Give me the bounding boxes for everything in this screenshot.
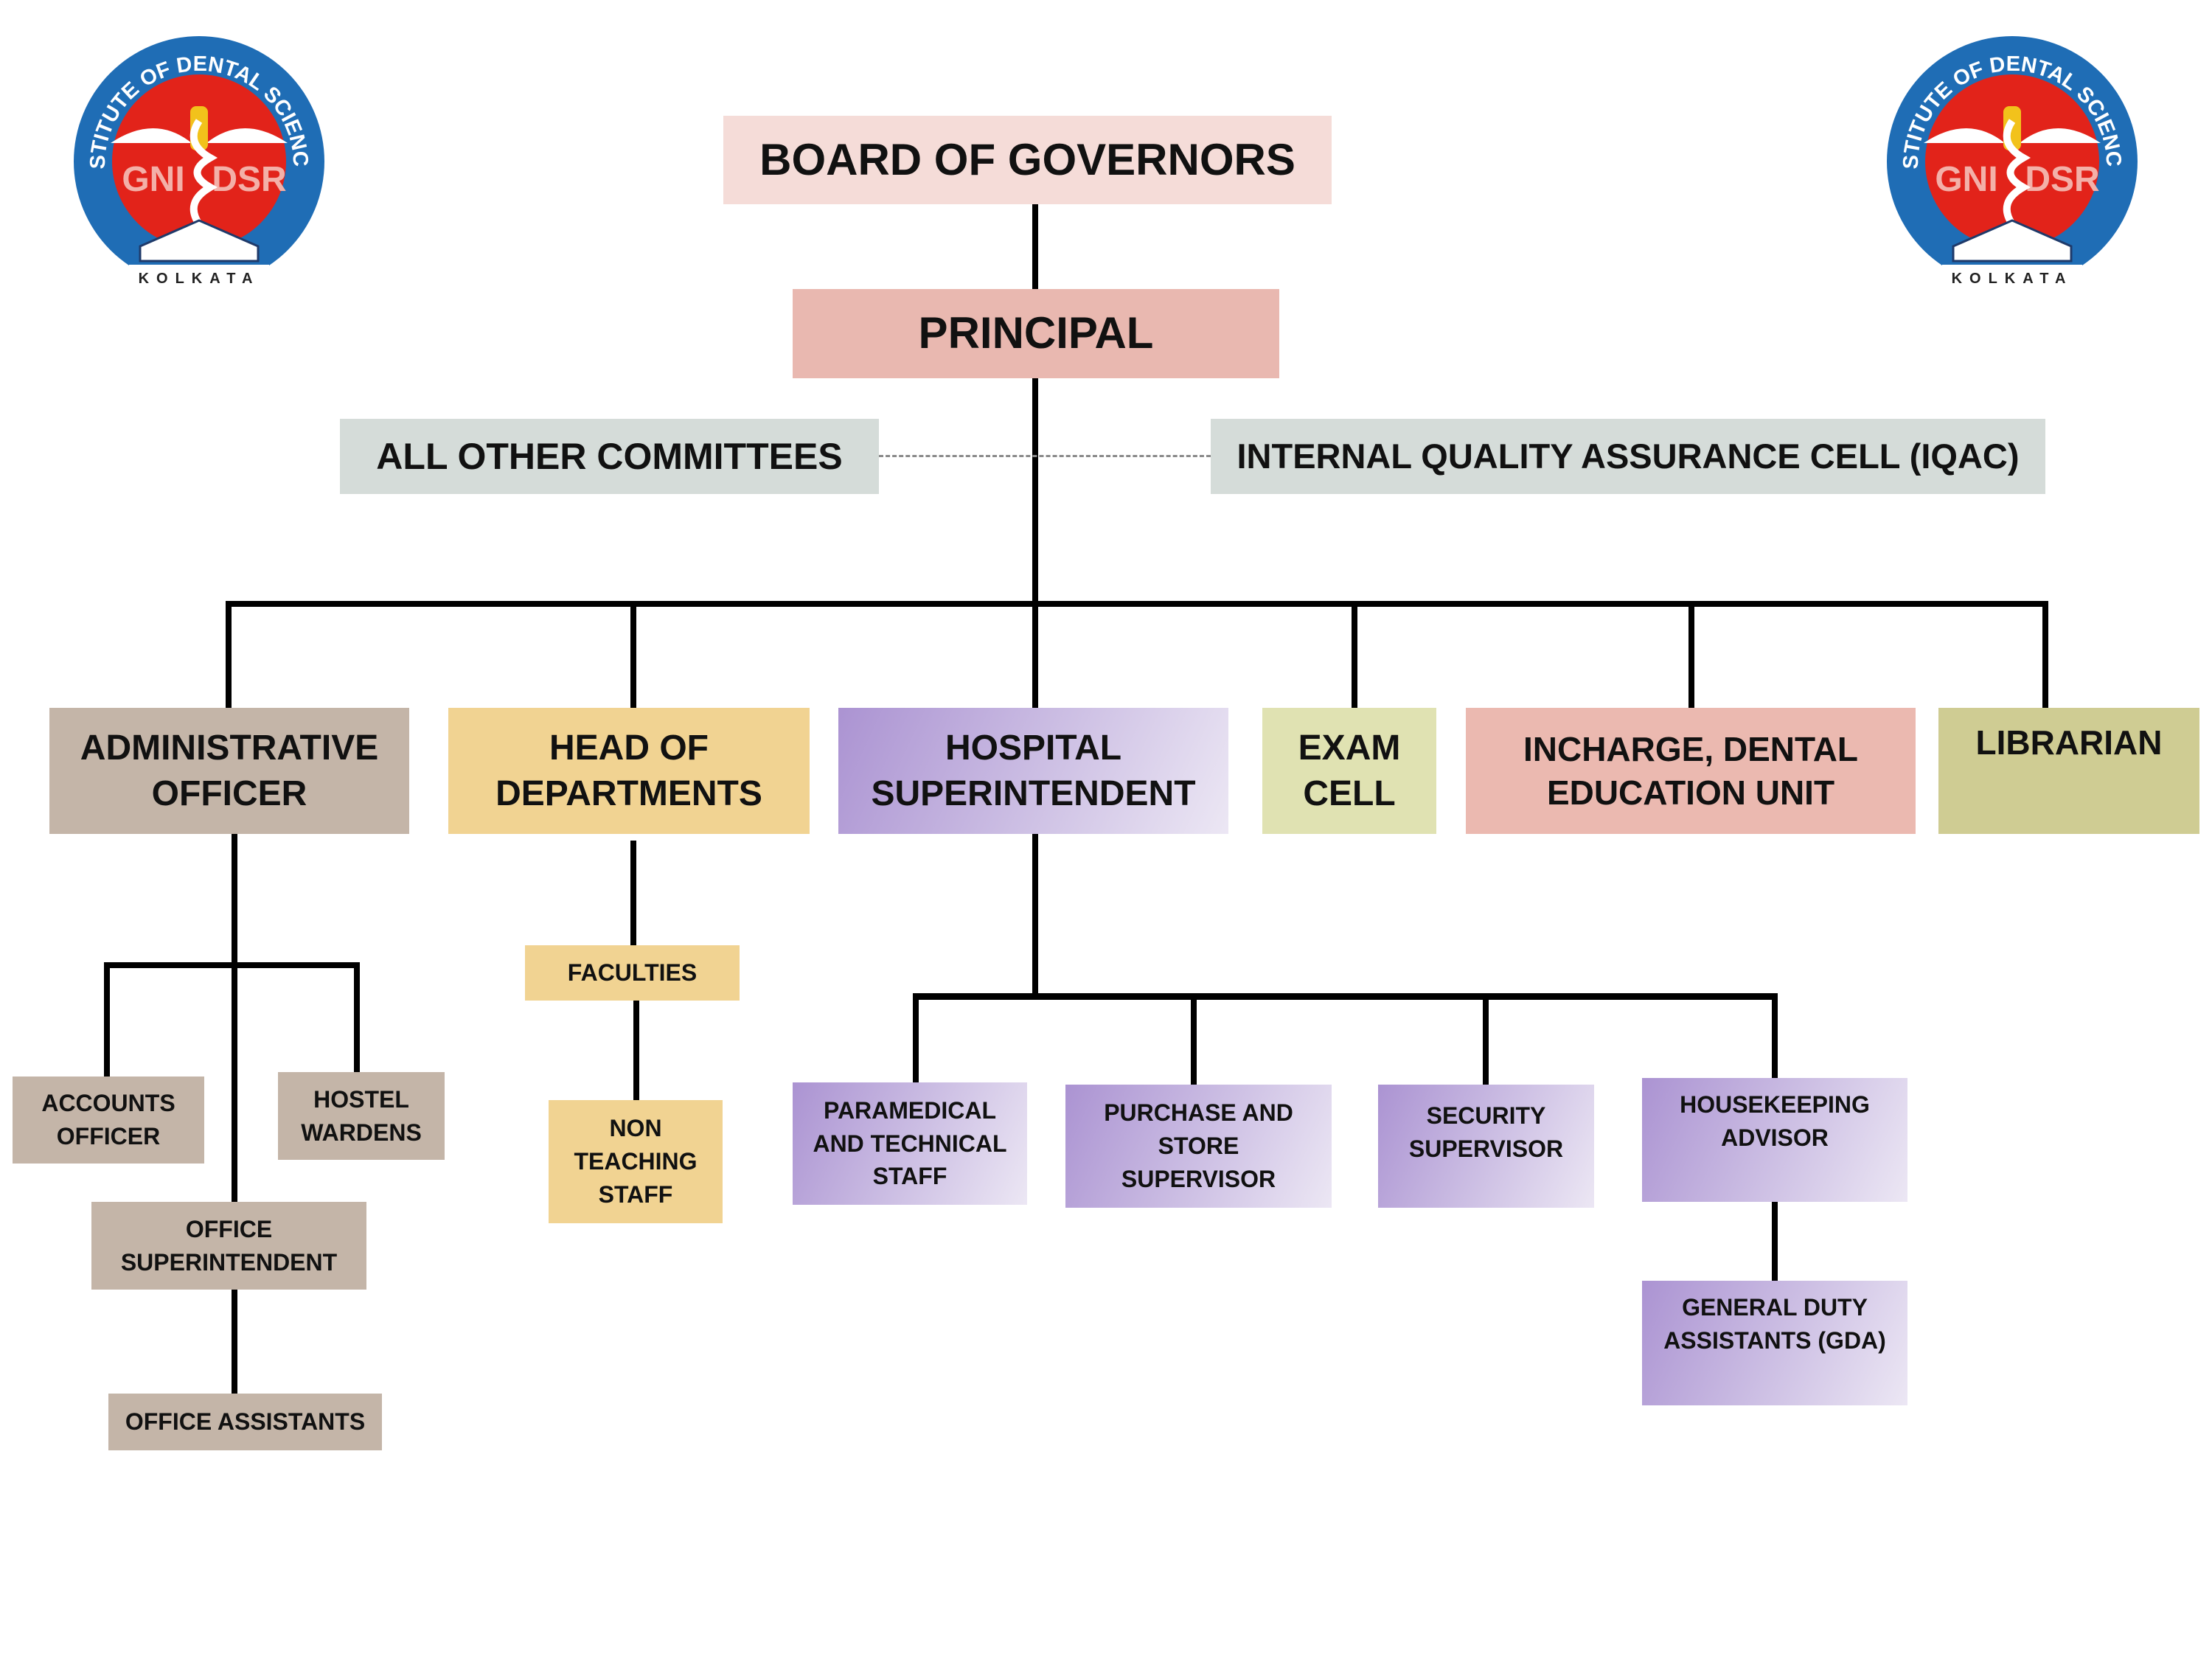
svg-text:GNI: GNI xyxy=(122,160,184,199)
connector xyxy=(630,841,636,945)
connector xyxy=(1772,1194,1778,1281)
office-superintendent-box: OFFICE SUPERINTENDENT xyxy=(91,1202,366,1290)
board-of-governors-box: BOARD OF GOVERNORS xyxy=(723,116,1332,204)
connector xyxy=(226,601,2048,607)
administrative-officer-box: ADMINISTRATIVE OFFICER xyxy=(49,708,409,834)
connector xyxy=(232,834,237,1394)
exam-cell-box: EXAM CELL xyxy=(1262,708,1436,834)
connector xyxy=(1483,1000,1489,1085)
svg-text:GNI: GNI xyxy=(1935,160,1997,199)
connector xyxy=(1032,378,1038,607)
general-duty-assistants-box: GENERAL DUTY ASSISTANTS (GDA) xyxy=(1642,1281,1907,1405)
institute-logo-right: GURU NANAK INSTITUTE OF DENTAL SCIENCES … xyxy=(1872,25,2138,287)
librarian-box: LIBRARIAN xyxy=(1938,708,2199,834)
connector xyxy=(104,962,360,968)
svg-text:DSR: DSR xyxy=(212,160,286,199)
institute-logo-left: GURU NANAK INSTITUTE OF DENTAL SCIENCES … xyxy=(59,25,324,287)
connector xyxy=(1032,601,1038,708)
connector xyxy=(633,1001,639,1100)
housekeeping-advisor-box: HOUSEKEEPING ADVISOR xyxy=(1642,1078,1907,1202)
incharge-dental-education-unit-box: INCHARGE, DENTAL EDUCATION UNIT xyxy=(1466,708,1916,834)
connector xyxy=(226,601,232,708)
svg-text:DSR: DSR xyxy=(2025,160,2099,199)
accounts-officer-box: ACCOUNTS OFFICER xyxy=(13,1077,204,1164)
iqac-box: INTERNAL QUALITY ASSURANCE CELL (IQAC) xyxy=(1211,419,2045,494)
svg-text:KOLKATA: KOLKATA xyxy=(1952,271,2073,287)
connector xyxy=(630,601,636,708)
principal-box: PRINCIPAL xyxy=(793,289,1279,378)
connector xyxy=(1191,993,1197,1085)
hostel-wardens-box: HOSTEL WARDENS xyxy=(278,1072,445,1160)
purchase-store-supervisor-box: PURCHASE AND STORE SUPERVISOR xyxy=(1065,1085,1332,1208)
paramedical-technical-staff-box: PARAMEDICAL AND TECHNICAL STAFF xyxy=(793,1082,1027,1205)
all-other-committees-box: ALL OTHER COMMITTEES xyxy=(340,419,879,494)
connector xyxy=(1032,834,1038,999)
connector xyxy=(2042,601,2048,708)
connector xyxy=(1032,204,1038,289)
head-of-departments-box: HEAD OF DEPARTMENTS xyxy=(448,708,810,834)
faculties-box: FACULTIES xyxy=(525,945,740,1001)
dashed-connector xyxy=(879,455,1211,457)
connector xyxy=(1352,601,1357,708)
svg-text:KOLKATA: KOLKATA xyxy=(139,271,260,287)
connector xyxy=(104,962,110,1077)
office-assistants-box: OFFICE ASSISTANTS xyxy=(108,1394,382,1450)
connector xyxy=(1688,601,1694,708)
hospital-superintendent-box: HOSPITAL SUPERINTENDENT xyxy=(838,708,1228,834)
security-supervisor-box: SECURITY SUPERVISOR xyxy=(1378,1085,1594,1208)
connector xyxy=(913,993,1778,1000)
non-teaching-staff-box: NON TEACHING STAFF xyxy=(549,1100,723,1223)
connector xyxy=(1772,993,1778,1078)
connector xyxy=(354,962,360,1072)
connector xyxy=(913,993,919,1082)
